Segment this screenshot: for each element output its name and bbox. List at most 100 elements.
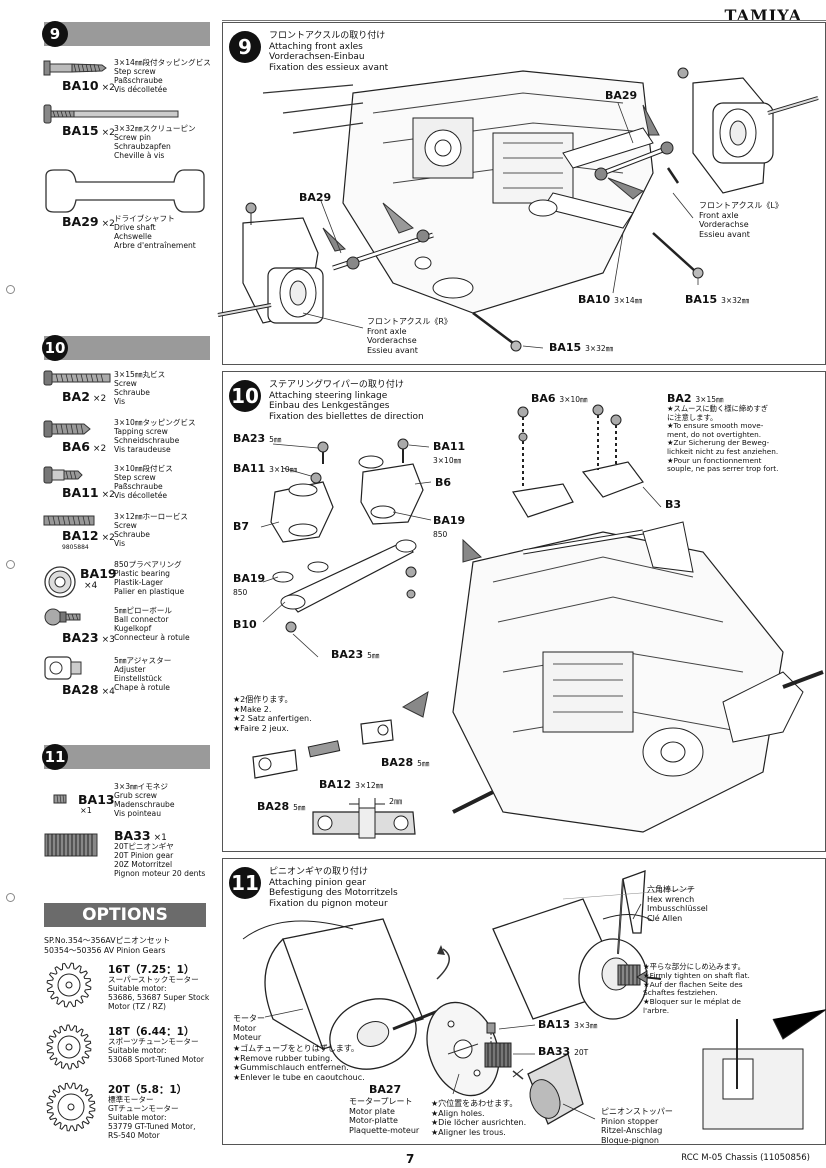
part-ba23: BA23×3 5㎜ピローボール Ball connector Kugelkopf… — [44, 606, 214, 648]
label-ba27: BA27 — [369, 1083, 402, 1096]
part-ba15: BA15×2 3×32㎜スクリューピン Screw pin Schraubzap… — [43, 102, 214, 160]
drive-shaft-icon — [45, 169, 205, 213]
label-ba15-bottom: BA15 3×32㎜ — [549, 341, 614, 354]
header-rule — [222, 20, 826, 21]
label-b3: B3 — [665, 498, 682, 511]
gear-icon — [46, 1024, 92, 1070]
part-description: 20Tピニオンギヤ 20T Pinion gear 20Z Motorritze… — [114, 842, 206, 878]
step-11-badge: 11 — [229, 867, 261, 899]
label-ba11-left: BA11 3×10㎜ — [233, 462, 298, 475]
part-ba29: BA29×2 ドライブシャフト Drive shaft Achswelle Ar… — [44, 168, 214, 250]
pinion-stopper-label: ピニオンストッパー Pinion stopper Ritzel-Anschlag… — [601, 1107, 673, 1145]
step-9-panel: 9 フロントアクスルの取り付け Attaching front axles Vo… — [217, 22, 826, 365]
part-ba6: BA6×2 3×10㎜タッピングビス Tapping screw Schneid… — [43, 418, 214, 458]
part-description: 850プラベアリング Plastic bearing Plastik-Lager… — [114, 560, 185, 596]
gear-icon — [46, 962, 92, 1008]
note-remove-rubber-tubing: ★ゴムチューブをとりはずします。 ★Remove rubber tubing. … — [233, 1044, 365, 1082]
step-10-number: 10 — [42, 335, 68, 361]
motor-plate-label: モータープレート Motor plate Motor-platte Plaque… — [349, 1097, 420, 1135]
part-code: BA12×2 — [62, 528, 115, 543]
part-description: 3×3㎜イモネジ Grub screw Madenschraube Vis po… — [114, 782, 175, 818]
step-10-header: 10 — [42, 335, 210, 361]
label-ba28-left: BA28 5㎜ — [257, 800, 306, 813]
front-axle-assembly-drawing — [217, 67, 819, 352]
label-ba23-bottom: BA23 5㎜ — [331, 648, 380, 661]
part-description: 5㎜ピローボール Ball connector Kugelkopf Connec… — [114, 606, 190, 642]
option-gear-20t: 20T（5.8：1） 標準モーター GTチューンモーター Suitable mo… — [46, 1082, 216, 1142]
part-description: 5㎜アジャスター Adjuster Einstellstück Chape à … — [114, 656, 172, 692]
part-description: 3×10㎜タッピングビス Tapping screw Schneidschrau… — [114, 418, 196, 454]
step-11-title: ピニオンギヤの取り付け Attaching pinion gear Befest… — [269, 867, 398, 909]
label-ba28-right: BA28 5㎜ — [381, 756, 430, 769]
note-align-holes: ★穴位置をあわせます。 ★Align holes. ★Die löcher au… — [431, 1099, 527, 1137]
option-gear-18t: 18T（6.44：1） スポーツチューンモーター Suitable motor:… — [46, 1024, 216, 1074]
label-ba23-top: BA23 5㎜ — [233, 432, 282, 445]
part-code: BA28×4 — [62, 682, 115, 697]
option-gear-title: 18T（6.44：1） — [108, 1026, 195, 1038]
part-code: BA11×2 — [62, 485, 115, 500]
grub-screw-icon — [53, 794, 67, 804]
pinion-gear-drawing — [242, 870, 826, 1130]
label-ba6: BA6 3×10㎜ — [531, 392, 588, 405]
ball-connector-icon — [44, 608, 81, 626]
option-gear-title: 20T（5.8：1） — [108, 1084, 188, 1096]
step-11-header: 11 — [42, 744, 210, 770]
label-ba29-left: BA29 — [299, 191, 332, 204]
part-qty: ×1 — [80, 806, 92, 815]
step-11-panel: 11 ピニオンギヤの取り付け Attaching pinion gear Bef… — [222, 858, 826, 1145]
part-code: BA13 — [78, 792, 115, 807]
options-intro: SP.No.354〜356AVピニオンセット 50354〜50356 AV Pi… — [44, 936, 171, 955]
part-ba28: BA28×4 5㎜アジャスター Adjuster Einstellstück C… — [44, 654, 214, 698]
option-gear-text: 標準モーター GTチューンモーター Suitable motor: 53779 … — [108, 1095, 196, 1140]
step-screw-icon — [43, 60, 107, 76]
part-qty: ×4 — [84, 581, 98, 591]
option-gear-text: スーパーストックモーター Suitable motor: 53686, 5368… — [108, 975, 210, 1011]
part-description: 3×10㎜段付ビス Step screw Paßschraube Vis déc… — [114, 464, 173, 500]
page-number: 7 — [406, 1152, 415, 1166]
part-ba2: BA2×2 3×15㎜丸ビス Screw Schraube Vis — [43, 370, 214, 410]
step-11-number: 11 — [42, 744, 68, 770]
option-gear-16t: 16T（7.25：1） スーパーストックモーター Suitable motor:… — [46, 962, 216, 1012]
gear-bore — [67, 1103, 75, 1111]
gear-bore — [65, 981, 73, 989]
note-tighten-on-flat: ★平らな部分にしめ込みます。 ★Firmly tighten on shaft … — [643, 962, 750, 1015]
plastic-bearing-icon — [44, 566, 76, 598]
part-ba11: BA11×2 3×10㎜段付ビス Step screw Paßschraube … — [43, 464, 214, 504]
binder-hole — [6, 560, 15, 569]
part-ba33: BA33×1 20Tピニオンギヤ 20T Pinion gear 20Z Mot… — [44, 828, 214, 878]
label-b6: B6 — [435, 476, 452, 489]
front-axle-l-label: フロントアクスル《L》 Front axle Vorderachse Essie… — [699, 201, 783, 239]
note-do-not-overtighten: ★スムースに動く様に締めすぎ に注意します。 ★To ensure smooth… — [667, 404, 779, 474]
part-description: 3×12㎜ホーロービス Screw Schraube Vis — [114, 512, 189, 548]
label-b7: B7 — [233, 520, 250, 533]
step-10-badge: 10 — [229, 380, 261, 412]
note-make-two: ★2個作ります。 ★Make 2. ★2 Satz anfertigen. ★F… — [233, 695, 312, 733]
pinion-gear-icon — [44, 833, 98, 857]
part-code: BA19 — [80, 566, 117, 581]
part-code: BA29×2 — [62, 214, 115, 229]
label-ba15-right: BA15 3×32㎜ — [685, 293, 750, 306]
part-ba19: BA19 ×4 850プラベアリング Plastic bearing Plast… — [44, 560, 214, 604]
label-ba12: BA12 3×12㎜ — [319, 778, 384, 791]
step-screw-icon — [43, 466, 83, 484]
part-ba10: BA10×2 3×14㎜段付タッピングビス Step screw Paßschr… — [43, 58, 214, 94]
part-description: 3×14㎜段付タッピングビス Step screw Paßschraube Vi… — [114, 58, 211, 94]
label-gap-2mm: 2㎜ — [389, 797, 403, 806]
part-code: BA6×2 — [62, 439, 107, 454]
screw-icon — [43, 370, 111, 386]
option-gear-title: 16T（7.25：1） — [108, 964, 195, 976]
step-10-title: ステアリングワイパーの取り付け Attaching steering linka… — [269, 380, 424, 422]
part-ba13: BA13 ×1 3×3㎜イモネジ Grub screw Madenschraub… — [44, 782, 214, 822]
motor-label: モーター Motor Moteur — [233, 1014, 265, 1042]
part-subcode: 9805884 — [62, 544, 89, 551]
part-code: BA2×2 — [62, 389, 107, 404]
part-code: BA23×3 — [62, 630, 115, 645]
gear-icon — [46, 1082, 96, 1132]
label-ba13: BA13 3×3㎜ — [538, 1018, 598, 1031]
hex-wrench-label: 六角棒レンチ Hex wrench Imbusschlüssel Clé All… — [647, 885, 708, 923]
steering-linkage-drawing — [252, 404, 824, 839]
manual-id: RCC M-05 Chassis (11050856) — [681, 1153, 810, 1163]
binder-hole — [6, 893, 15, 902]
step-9-number: 9 — [42, 21, 68, 47]
